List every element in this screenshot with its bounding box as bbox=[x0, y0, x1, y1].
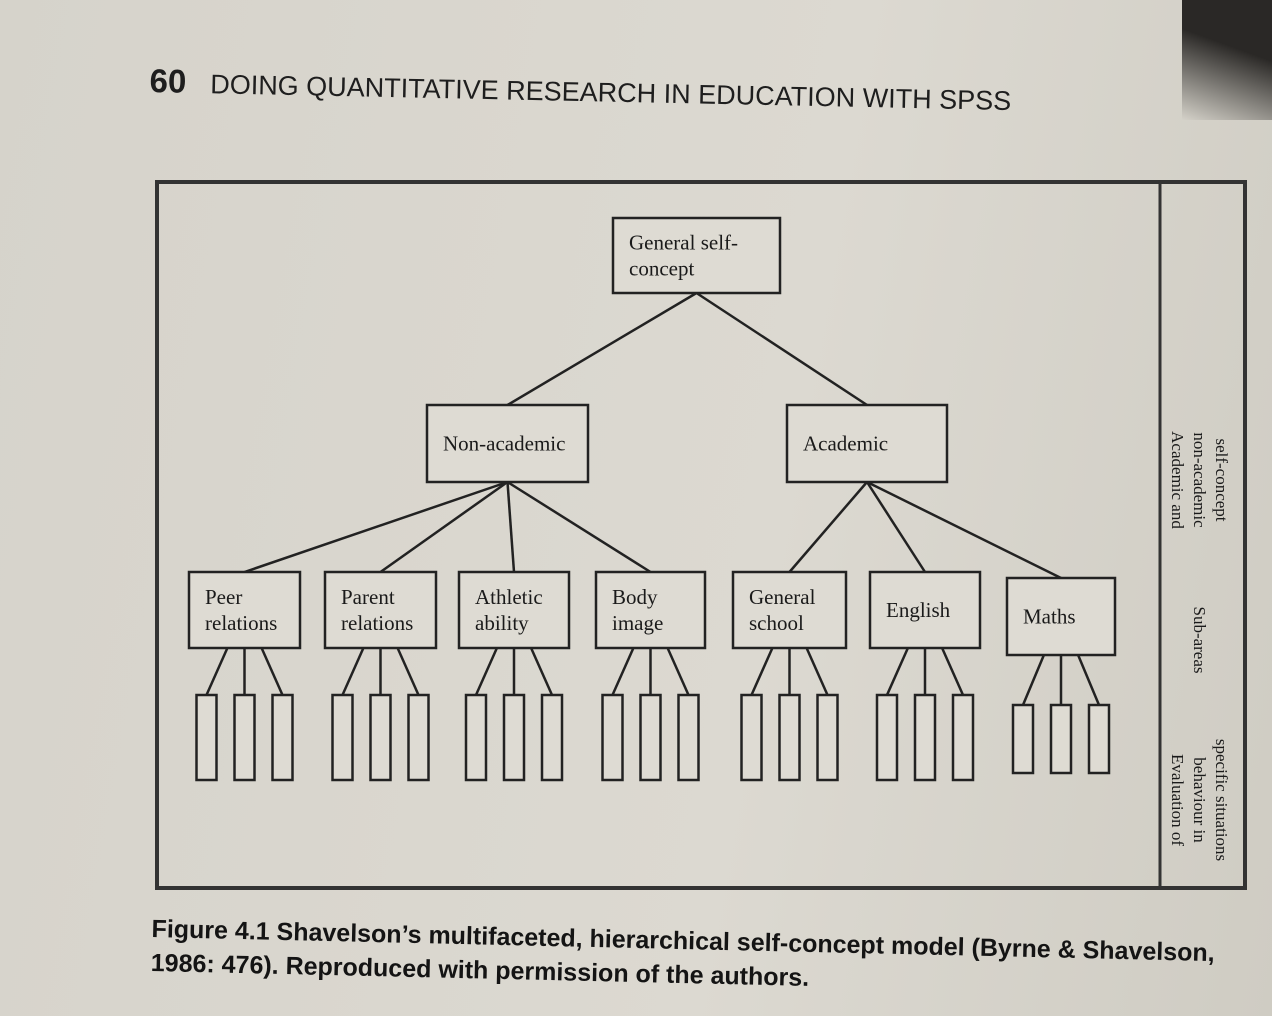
node-general-self-concept-box bbox=[611, 216, 782, 295]
specific-situation-box bbox=[502, 693, 526, 782]
node-athletic-ability-label: Athletic bbox=[475, 585, 543, 609]
node-peer-relations-label: Peer bbox=[205, 585, 242, 609]
connector-line bbox=[379, 480, 509, 574]
connector-line bbox=[865, 481, 927, 573]
node-general-school-box bbox=[731, 570, 848, 650]
node-body-image-label: Body bbox=[612, 585, 658, 609]
connector-line bbox=[341, 647, 365, 696]
node-english-label: English bbox=[886, 598, 951, 622]
side-label-sub-areas: Sub-areas bbox=[1190, 606, 1209, 673]
connector-line bbox=[695, 291, 868, 407]
connector-line bbox=[529, 647, 554, 696]
node-athletic-ability-box bbox=[457, 570, 571, 650]
specific-situation-box bbox=[331, 693, 354, 782]
node-general-school-label: school bbox=[749, 611, 804, 635]
side-label-level-line: non-academic bbox=[1190, 432, 1209, 528]
specific-situation-box bbox=[778, 693, 801, 782]
side-label-evaluation-line: behaviour in bbox=[1190, 757, 1209, 843]
connector-line bbox=[611, 647, 635, 696]
specific-situation-box bbox=[369, 693, 392, 782]
connector-line bbox=[1021, 654, 1046, 706]
node-general-self-concept-label: General self- bbox=[629, 231, 738, 255]
node-academic-label: Academic bbox=[803, 432, 888, 456]
specific-situation-box bbox=[951, 693, 975, 782]
side-label-evaluation-line: Evaluation of bbox=[1168, 754, 1187, 846]
connector-line bbox=[885, 647, 910, 696]
side-label-sub-areas-line: Sub-areas bbox=[1190, 606, 1209, 673]
node-general-self-concept: General self-concept bbox=[611, 216, 782, 295]
connector-line bbox=[474, 647, 499, 696]
specific-situation-box bbox=[740, 693, 763, 782]
node-maths: Maths bbox=[1005, 576, 1117, 657]
node-non-academic: Non-academic bbox=[425, 403, 590, 484]
node-non-academic-box bbox=[425, 403, 590, 484]
side-label-level-line: Academic and bbox=[1168, 431, 1187, 529]
specific-situation-box bbox=[1049, 703, 1073, 775]
connector-line bbox=[866, 480, 1062, 580]
node-maths-box bbox=[1005, 576, 1117, 657]
connector-line bbox=[805, 647, 829, 696]
specific-situation-box bbox=[639, 693, 662, 782]
node-academic-box bbox=[785, 403, 949, 484]
specific-situation-box bbox=[464, 693, 488, 782]
node-peer-relations-label: relations bbox=[205, 611, 277, 635]
specific-situation-box bbox=[233, 693, 256, 782]
connector-line bbox=[506, 480, 652, 574]
node-non-academic-label: Non-academic bbox=[443, 432, 565, 456]
side-label-level-line: self-concept bbox=[1212, 438, 1231, 521]
specific-situation-box bbox=[540, 693, 564, 782]
connector-line bbox=[506, 481, 516, 573]
connector-line bbox=[205, 647, 229, 696]
specific-situation-box bbox=[195, 693, 218, 782]
figure-frame bbox=[155, 180, 1247, 890]
specific-situation-box bbox=[1011, 703, 1035, 775]
connector-line bbox=[750, 647, 774, 696]
connector-line bbox=[244, 480, 508, 574]
connector-line bbox=[666, 647, 690, 696]
specific-situation-box bbox=[677, 693, 700, 782]
specific-situation-box bbox=[816, 693, 839, 782]
node-general-school-label: General bbox=[749, 585, 816, 609]
specific-situation-box bbox=[271, 693, 294, 782]
node-parent-relations-box bbox=[323, 570, 438, 650]
node-english: English bbox=[868, 570, 982, 650]
connector-line bbox=[506, 291, 698, 407]
connector-line bbox=[260, 647, 284, 696]
side-label-evaluation-line: specific situations bbox=[1212, 739, 1231, 861]
specific-situation-box bbox=[913, 693, 937, 782]
node-maths-label: Maths bbox=[1023, 605, 1076, 629]
connector-line bbox=[788, 481, 868, 573]
node-english-box bbox=[868, 570, 982, 650]
connector-line bbox=[396, 647, 420, 696]
node-parent-relations-label: Parent bbox=[341, 585, 395, 609]
node-peer-relations-box bbox=[187, 570, 302, 650]
specific-situation-box bbox=[407, 693, 430, 782]
node-general-self-concept-label: concept bbox=[629, 257, 694, 281]
connector-line bbox=[940, 647, 965, 696]
specific-situation-box bbox=[875, 693, 899, 782]
node-body-image-box bbox=[594, 570, 707, 650]
node-academic: Academic bbox=[785, 403, 949, 484]
node-body-image-label: image bbox=[612, 611, 663, 635]
specific-situation-box bbox=[601, 693, 624, 782]
page-edge-shadow bbox=[1182, 0, 1272, 120]
connector-line bbox=[1076, 654, 1101, 706]
node-parent-relations-label: relations bbox=[341, 611, 413, 635]
node-athletic-ability-label: ability bbox=[475, 611, 529, 635]
specific-situation-box bbox=[1087, 703, 1111, 775]
